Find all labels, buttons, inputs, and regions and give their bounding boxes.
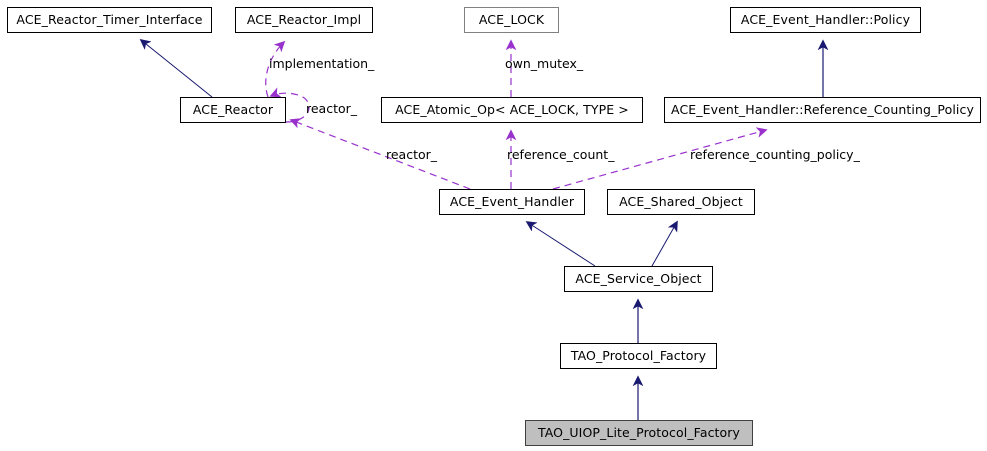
edge-reactor-implementation-reactor-impl: [265, 42, 284, 98]
class-node-tao-protocol-factory[interactable]: TAO_Protocol_Factory: [560, 343, 717, 369]
edge-service-object-inherits-event-handler: [527, 222, 596, 267]
edge-reactor-reactor-self-loop: [271, 93, 310, 123]
edge-service-object-inherits-shared-object: [651, 222, 677, 267]
edge-reactor-inherits-timer-interface: [141, 40, 213, 98]
class-node-ace-event-handler[interactable]: ACE_Event_Handler: [439, 189, 585, 215]
class-node-ace-lock[interactable]: ACE_LOCK: [464, 7, 559, 33]
class-node-tao-uiop-lite-protocol-factory[interactable]: TAO_UIOP_Lite_Protocol_Factory: [525, 420, 753, 446]
class-node-ace-event-handler-reference-counting-policy[interactable]: ACE_Event_Handler::Reference_Counting_Po…: [664, 97, 981, 123]
class-node-ace-event-handler-policy[interactable]: ACE_Event_Handler::Policy: [730, 7, 921, 33]
edge-event-handler-reactor-assoc: [291, 120, 471, 190]
edge-label-implementation: implementation_: [269, 56, 375, 71]
class-node-ace-reactor-impl[interactable]: ACE_Reactor_Impl: [235, 7, 373, 33]
class-node-ace-service-object[interactable]: ACE_Service_Object: [564, 266, 713, 292]
edge-label-reference-count: reference_count_: [507, 147, 615, 162]
edge-label-own-mutex: own_mutex_: [505, 56, 584, 71]
edge-label-reactor: reactor_: [386, 147, 438, 162]
edge-event-handler-refcount-policy-assoc: [552, 130, 766, 190]
class-node-ace-shared-object[interactable]: ACE_Shared_Object: [607, 189, 755, 215]
class-node-ace-reactor-timer-interface[interactable]: ACE_Reactor_Timer_Interface: [7, 7, 212, 33]
class-node-ace-reactor[interactable]: ACE_Reactor: [180, 97, 286, 123]
inheritance-edges: [141, 40, 823, 420]
association-edges: [265, 41, 766, 190]
edge-label-reference-counting-policy: reference_counting_policy_: [690, 147, 860, 162]
class-node-ace-atomic-op[interactable]: ACE_Atomic_Op< ACE_LOCK, TYPE >: [381, 97, 643, 123]
edge-label-reactor-self: reactor_: [306, 101, 358, 116]
